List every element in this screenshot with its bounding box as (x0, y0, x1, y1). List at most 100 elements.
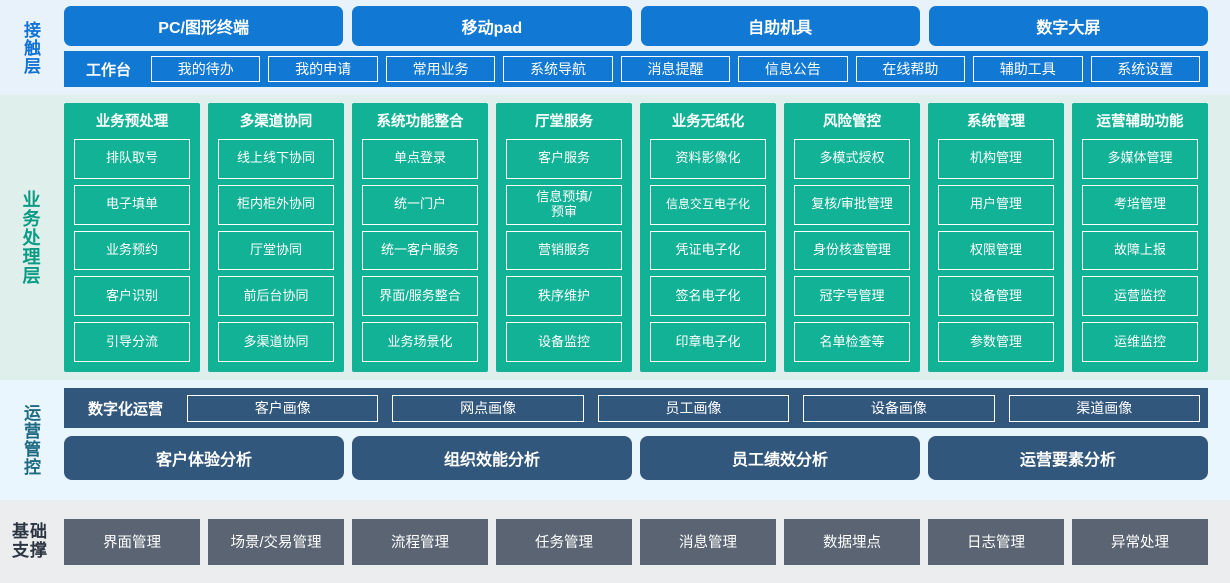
business-column-multichannel: 多渠道协同 线上线下协同 柜内柜外协同 厅堂协同 前后台协同 多渠道协同 (208, 103, 344, 372)
business-item[interactable]: 参数管理 (938, 322, 1054, 362)
business-item[interactable]: 机构管理 (938, 139, 1054, 179)
column-title: 业务无纸化 (671, 114, 745, 130)
analysis-employee-performance[interactable]: 员工绩效分析 (640, 436, 920, 480)
business-item[interactable]: 前后台协同 (218, 276, 334, 317)
business-item[interactable]: 名单检查等 (794, 322, 910, 362)
workbench-item-system-nav[interactable]: 系统导航 (503, 56, 613, 82)
business-item[interactable]: 设备监控 (506, 322, 622, 362)
layer-foundation-label: 基础 支撑 (0, 500, 60, 583)
business-item[interactable]: 身份核查管理 (794, 230, 910, 271)
business-column-system-management: 系统管理 机构管理 用户管理 权限管理 设备管理 参数管理 (928, 103, 1064, 372)
portrait-customer[interactable]: 客户画像 (187, 394, 379, 422)
column-title: 厅堂服务 (535, 114, 593, 130)
foundation-item-process-management[interactable]: 流程管理 (352, 518, 488, 565)
business-item[interactable]: 营销服务 (506, 230, 622, 271)
layer-business: 业务处理层 业务预处理 排队取号 电子填单 业务预约 客户识别 引导分流 多渠道… (0, 95, 1230, 380)
business-columns: 业务预处理 排队取号 电子填单 业务预约 客户识别 引导分流 多渠道协同 线上线… (64, 103, 1208, 372)
foundation-item-message-management[interactable]: 消息管理 (640, 518, 776, 565)
layer-operations-label: 运营管控 (0, 380, 60, 500)
business-item[interactable]: 签名电子化 (650, 276, 766, 317)
layer-foundation-label-line1: 基础 (12, 521, 48, 541)
workbench-item-message-alert[interactable]: 消息提醒 (620, 56, 731, 82)
foundation-item-exception-handling[interactable]: 异常处理 (1072, 518, 1208, 565)
column-title: 系统管理 (967, 114, 1025, 130)
workbench-item-common-business[interactable]: 常用业务 (385, 56, 496, 82)
foundation-item-log-management[interactable]: 日志管理 (928, 518, 1064, 565)
channel-card-self-service[interactable]: 自助机具 (640, 6, 920, 46)
digital-operations-title: 数字化运营 (88, 400, 164, 418)
business-item[interactable]: 考培管理 (1082, 184, 1198, 225)
business-item[interactable]: 设备管理 (938, 276, 1054, 317)
workbench-item-system-settings[interactable]: 系统设置 (1090, 56, 1200, 82)
business-column-lobby-service: 厅堂服务 客户服务 信息预填/ 预审 营销服务 秩序维护 设备监控 (496, 103, 632, 372)
business-item[interactable]: 业务预约 (74, 230, 190, 271)
workbench-bar: 工作台 我的待办 我的申请 常用业务 系统导航 消息提醒 信息公告 在线帮助 辅… (64, 51, 1208, 87)
column-title: 系统功能整合 (376, 114, 464, 130)
business-item[interactable]: 故障上报 (1082, 230, 1198, 271)
business-item[interactable]: 冠字号管理 (794, 276, 910, 317)
workbench-item-application[interactable]: 我的申请 (268, 56, 378, 82)
column-title: 风险管控 (823, 114, 881, 130)
business-item[interactable]: 客户识别 (74, 276, 190, 317)
business-item[interactable]: 凭证电子化 (650, 230, 766, 271)
column-title: 运营辅助功能 (1096, 114, 1184, 130)
portrait-device[interactable]: 设备画像 (803, 394, 995, 422)
layer-operations-body: 数字化运营 客户画像 网点画像 员工画像 设备画像 渠道画像 客户体验分析 组织… (60, 380, 1230, 500)
business-item[interactable]: 电子填单 (74, 184, 190, 225)
business-item[interactable]: 界面/服务整合 (362, 276, 478, 317)
business-column-operation-support: 运营辅助功能 多媒体管理 考培管理 故障上报 运营监控 运维监控 (1072, 103, 1208, 372)
channel-row: PC/图形终端 移动pad 自助机具 数字大屏 (64, 6, 1208, 46)
business-item[interactable]: 业务场景化 (362, 322, 478, 362)
business-item[interactable]: 引导分流 (74, 322, 190, 362)
analysis-org-efficiency[interactable]: 组织效能分析 (352, 436, 632, 480)
business-item[interactable]: 信息预填/ 预审 (506, 184, 622, 225)
workbench-item-todo[interactable]: 我的待办 (151, 56, 261, 82)
foundation-row: 界面管理 场景/交易管理 流程管理 任务管理 消息管理 数据埋点 日志管理 异常… (64, 518, 1208, 565)
business-item[interactable]: 客户服务 (506, 139, 622, 179)
channel-card-digital-screen[interactable]: 数字大屏 (928, 6, 1208, 46)
foundation-item-data-tracking[interactable]: 数据埋点 (784, 518, 920, 565)
portrait-channel[interactable]: 渠道画像 (1008, 394, 1200, 422)
portrait-employee[interactable]: 员工画像 (597, 394, 790, 422)
business-item[interactable]: 资料影像化 (650, 139, 766, 179)
business-item[interactable]: 统一门户 (362, 184, 478, 225)
business-item[interactable]: 多模式授权 (794, 139, 910, 179)
channel-card-pc[interactable]: PC/图形终端 (64, 6, 344, 46)
foundation-item-scene-transaction[interactable]: 场景/交易管理 (208, 518, 344, 565)
business-item[interactable]: 印章电子化 (650, 322, 766, 362)
analysis-customer-experience[interactable]: 客户体验分析 (64, 436, 344, 480)
workbench-item-online-help[interactable]: 在线帮助 (855, 56, 966, 82)
workbench-item-announcement[interactable]: 信息公告 (738, 56, 848, 82)
layer-business-body: 业务预处理 排队取号 电子填单 业务预约 客户识别 引导分流 多渠道协同 线上线… (60, 95, 1230, 380)
business-item[interactable]: 运维监控 (1082, 322, 1198, 362)
layer-operations: 运营管控 数字化运营 客户画像 网点画像 员工画像 设备画像 渠道画像 客户体验… (0, 380, 1230, 500)
layer-business-label: 业务处理层 (0, 95, 60, 380)
business-item[interactable]: 统一客户服务 (362, 230, 478, 271)
business-item[interactable]: 柜内柜外协同 (218, 184, 334, 225)
business-item[interactable]: 用户管理 (938, 184, 1054, 225)
business-item[interactable]: 多媒体管理 (1082, 139, 1198, 179)
business-item[interactable]: 秩序维护 (506, 276, 622, 317)
layer-contact-label: 接触层 (0, 0, 60, 95)
digital-operations-bar: 数字化运营 客户画像 网点画像 员工画像 设备画像 渠道画像 (64, 388, 1208, 428)
business-item[interactable]: 复核/审批管理 (794, 184, 910, 225)
business-item[interactable]: 线上线下协同 (218, 139, 334, 179)
business-column-preprocess: 业务预处理 排队取号 电子填单 业务预约 客户识别 引导分流 (64, 103, 200, 372)
business-column-risk-control: 风险管控 多模式授权 复核/审批管理 身份核查管理 冠字号管理 名单检查等 (784, 103, 920, 372)
business-item[interactable]: 厅堂协同 (218, 230, 334, 271)
analysis-operation-factor[interactable]: 运营要素分析 (928, 436, 1208, 480)
foundation-item-task-management[interactable]: 任务管理 (496, 518, 632, 565)
foundation-item-ui-management[interactable]: 界面管理 (64, 518, 200, 565)
business-item[interactable]: 排队取号 (74, 139, 190, 179)
channel-card-mobile-pad[interactable]: 移动pad (352, 6, 632, 46)
business-item[interactable]: 单点登录 (362, 139, 478, 179)
business-item[interactable]: 多渠道协同 (218, 322, 334, 362)
workbench-title: 工作台 (86, 61, 132, 79)
business-item[interactable]: 权限管理 (938, 230, 1054, 271)
workbench-item-aux-tools[interactable]: 辅助工具 (973, 56, 1083, 82)
portrait-branch[interactable]: 网点画像 (392, 394, 584, 422)
business-item[interactable]: 信息交互电子化 (650, 184, 766, 225)
business-column-paperless: 业务无纸化 资料影像化 信息交互电子化 凭证电子化 签名电子化 印章电子化 (640, 103, 776, 372)
business-item[interactable]: 运营监控 (1082, 276, 1198, 317)
